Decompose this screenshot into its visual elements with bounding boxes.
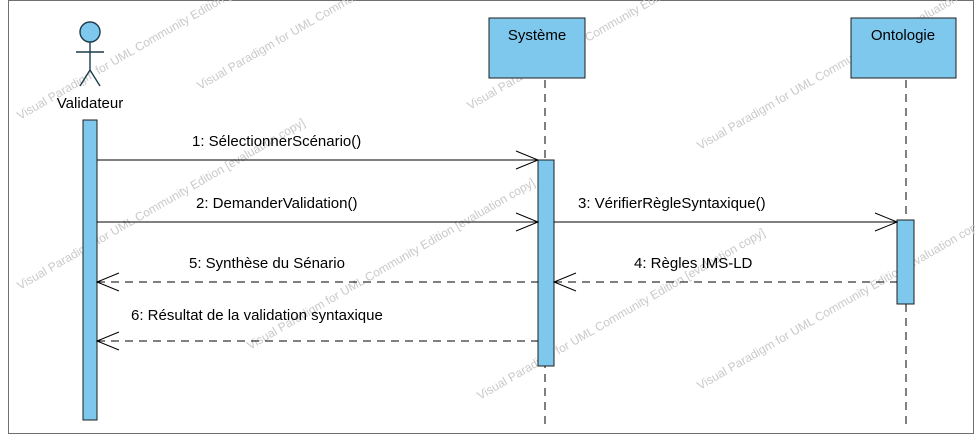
message-3-arrowhead-icon — [874, 212, 899, 232]
actor-leg-left-icon — [79, 69, 91, 87]
message-3-label: 3: VérifierRègleSyntaxique() — [578, 195, 766, 212]
system-activation-bar — [537, 159, 555, 367]
message-1-label: 1: SélectionnerScénario() — [192, 133, 361, 150]
message-2-arrowhead-icon — [515, 212, 540, 232]
participant-ontology-label: Ontologie — [871, 27, 935, 44]
message-6[interactable]: 6: Résultat de la validation syntaxique — [95, 307, 538, 351]
ontology-activation-bar — [896, 219, 915, 305]
message-4[interactable]: 4: Règles IMS-LD — [552, 255, 897, 292]
participant-system[interactable]: Système — [488, 17, 586, 79]
message-6-label: 6: Résultat de la validation syntaxique — [131, 307, 383, 324]
message-2-label: 2: DemanderValidation() — [196, 195, 357, 212]
message-4-arrowhead-icon — [552, 272, 577, 292]
message-1[interactable]: 1: SélectionnerScénario() — [97, 133, 540, 170]
actor-label: Validateur — [57, 95, 123, 112]
message-3[interactable]: 3: VérifierRègleSyntaxique() — [554, 195, 899, 232]
actor-validateur[interactable]: Validateur — [57, 21, 123, 112]
message-5-label: 5: Synthèse du Sénario — [189, 255, 345, 272]
message-4-label: 4: Règles IMS-LD — [634, 255, 753, 272]
actor-leg-right-icon — [89, 69, 101, 87]
message-5[interactable]: 5: Synthèse du Sénario — [95, 255, 538, 292]
message-5-arrowhead-icon — [95, 272, 120, 292]
participant-system-label: Système — [508, 27, 566, 44]
actor-activation-bar — [82, 119, 98, 421]
participant-ontology-box — [850, 17, 957, 79]
message-6-arrowhead-icon — [95, 331, 120, 351]
participant-system-box — [488, 17, 586, 79]
actor-head-icon — [79, 21, 101, 43]
message-1-arrowhead-icon — [515, 150, 540, 170]
message-2[interactable]: 2: DemanderValidation() — [97, 195, 540, 232]
participant-ontology[interactable]: Ontologie — [850, 17, 957, 79]
